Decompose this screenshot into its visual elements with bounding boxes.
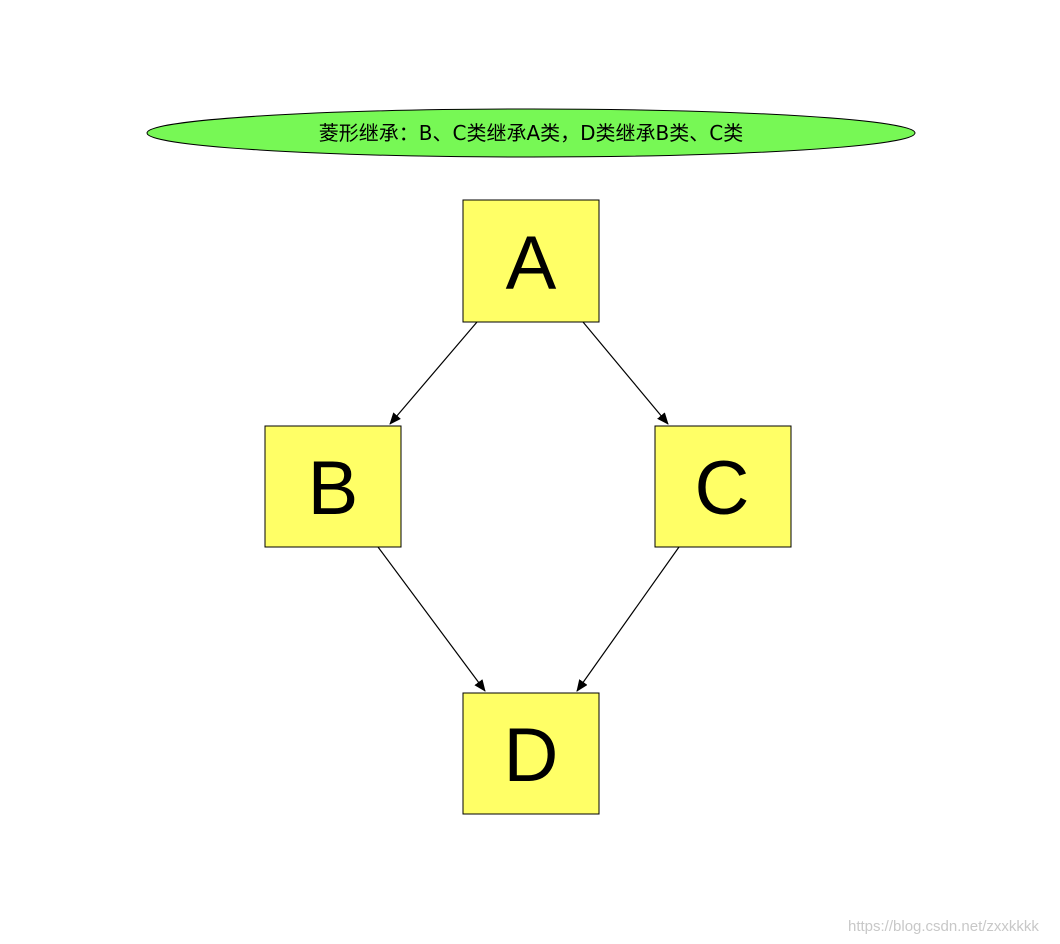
node-d: D	[462, 692, 600, 815]
edge-c-to-d	[576, 546, 680, 692]
node-c: C	[654, 425, 792, 548]
node-d-label: D	[504, 713, 559, 798]
node-b-label: B	[308, 446, 359, 531]
edge-b-to-d	[377, 546, 486, 692]
node-b: B	[264, 425, 402, 548]
node-b-box	[264, 425, 402, 548]
edge-a-to-c	[582, 321, 669, 425]
node-d-box	[462, 692, 600, 815]
node-a: A	[462, 199, 600, 323]
node-a-label: A	[506, 221, 557, 306]
watermark-text: https://blog.csdn.net/zxxkkkk	[848, 918, 1039, 935]
edges	[377, 321, 680, 692]
title-ellipse	[146, 108, 916, 158]
title-banner: 菱形继承：B、C类继承A类，D类继承B类、C类	[146, 108, 916, 158]
node-c-label: C	[695, 446, 750, 531]
node-c-box	[654, 425, 792, 548]
diagram-title: 菱形继承：B、C类继承A类，D类继承B类、C类	[319, 121, 743, 145]
node-a-box	[462, 199, 600, 323]
edge-a-to-b	[389, 321, 478, 425]
